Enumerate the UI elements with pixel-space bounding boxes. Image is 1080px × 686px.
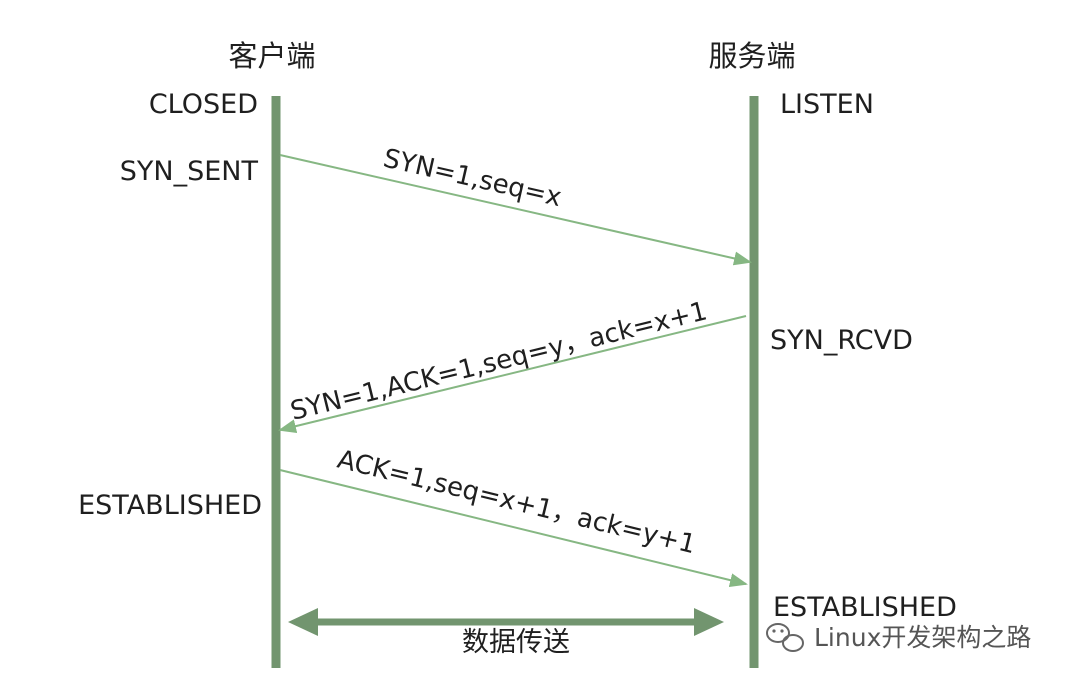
server-state-listen: LISTEN [780, 89, 874, 120]
server-state-established: ESTABLISHED [773, 592, 957, 623]
server-state-syn-rcvd: SYN_RCVD [770, 325, 913, 356]
client-state-syn-sent: SYN_SENT [120, 156, 259, 187]
server-title: 服务端 [708, 39, 795, 73]
client-title: 客户端 [228, 39, 315, 73]
syn-ack-message-label: SYN=1,ACK=1,seq=y，ack=x+1 [288, 296, 711, 426]
watermark-text: Linux开发架构之路 [814, 623, 1031, 652]
data-transfer-label: 数据传送 [462, 627, 570, 658]
syn-arrow [279, 154, 752, 266]
data-transfer-arrow [288, 608, 724, 636]
syn-ack-arrow [278, 315, 747, 433]
ack-message-label: ACK=1,seq=x+1，ack=y+1 [334, 445, 698, 561]
ack-arrow [279, 469, 748, 587]
syn-message-label: SYN=1,seq=x [380, 144, 564, 214]
client-state-established: ESTABLISHED [78, 490, 262, 521]
client-state-closed: CLOSED [149, 89, 258, 120]
wechat-icon [766, 623, 804, 652]
